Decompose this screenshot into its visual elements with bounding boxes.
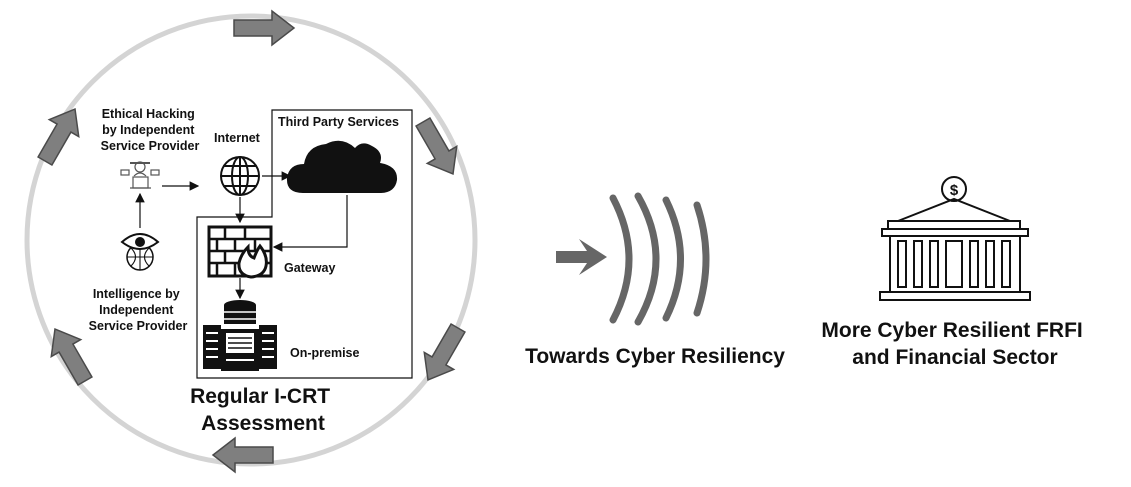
cycle-ring (24, 13, 478, 467)
cloud-to-gateway-arrow (272, 195, 348, 252)
cycle-title: Regular I-CRT Assessment (190, 385, 336, 435)
signal-waves-icon (609, 192, 710, 326)
internet-label: Internet (214, 131, 261, 145)
cycle-arrow-lower-right (412, 318, 474, 390)
intelligence-label: Intelligence by Independent Service Prov… (89, 287, 188, 333)
firewall-icon (207, 225, 273, 279)
globe-icon (220, 156, 260, 196)
ethical-hacking-label: Ethical Hacking by Independent Service P… (101, 107, 200, 153)
cycle-arrow-upper-right (407, 112, 469, 184)
third-party-label: Third Party Services (278, 115, 399, 129)
on-premise-label: On-premise (290, 346, 360, 360)
towards-resiliency-label: Towards Cyber Resiliency (525, 345, 785, 368)
cycle-arrow-upper-left (29, 99, 91, 171)
gateway-label: Gateway (284, 261, 335, 275)
resiliency-arrow (556, 239, 607, 275)
bank-dollar-icon: $ (879, 176, 1031, 301)
resilient-sector-label: More Cyber Resilient FRFI and Financial … (821, 319, 1088, 369)
cycle-arrow-bottom (212, 437, 274, 473)
third-party-frame (196, 109, 413, 379)
cloud-icon (286, 140, 398, 193)
server-rack-icon (203, 300, 277, 371)
hacker-laptop-icon (120, 161, 160, 189)
eye-globe-icon (120, 233, 160, 271)
svg-text:$: $ (950, 182, 959, 199)
